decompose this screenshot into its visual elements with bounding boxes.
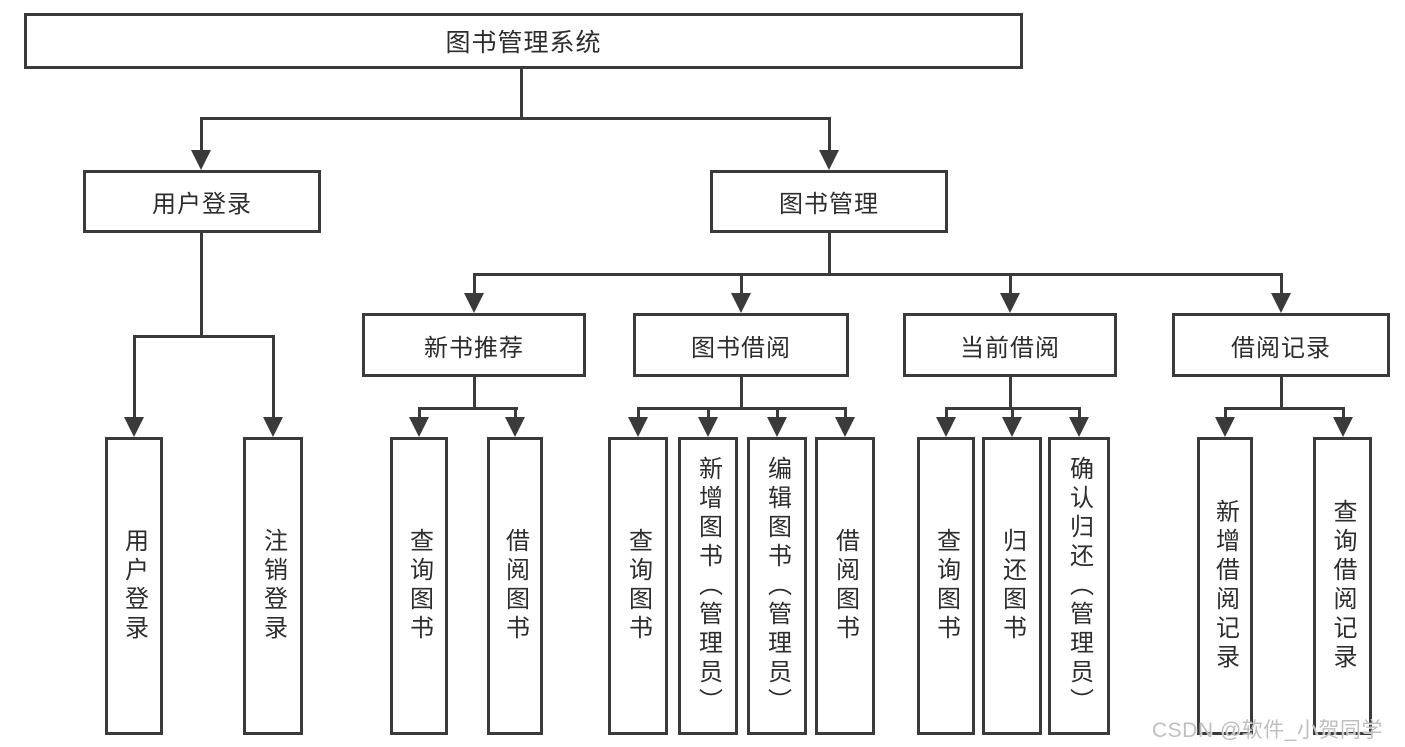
connector-line bbox=[1224, 407, 1345, 410]
arrow-down-icon bbox=[698, 417, 718, 437]
connector-line bbox=[707, 407, 710, 421]
arrow-down-icon bbox=[936, 417, 956, 437]
leaf-borrow-books-recommend: 借阅图书 bbox=[487, 437, 543, 735]
connector-line bbox=[1009, 273, 1012, 297]
leaf-logout: 注销登录 bbox=[243, 437, 303, 735]
connector-line bbox=[828, 233, 831, 276]
leaf-query-borrow-record: 查询借阅记录 bbox=[1313, 437, 1372, 735]
arrow-down-icon bbox=[1069, 417, 1089, 437]
connector-line bbox=[844, 407, 847, 421]
node-borrowing-records: 借阅记录 bbox=[1172, 313, 1390, 377]
connector-line bbox=[133, 335, 136, 421]
connector-line bbox=[1280, 377, 1283, 410]
leaf-add-book-admin: 新增图书（管理员） bbox=[678, 437, 738, 735]
connector-line bbox=[418, 407, 421, 421]
connector-line bbox=[828, 117, 831, 153]
leaf-borrow-books-borrowing: 借阅图书 bbox=[815, 437, 875, 735]
connector-line bbox=[1078, 407, 1081, 421]
connector-line bbox=[945, 407, 948, 421]
connector-line bbox=[1009, 377, 1012, 410]
connector-line bbox=[200, 117, 831, 120]
connector-line bbox=[200, 117, 203, 153]
connector-line bbox=[1280, 273, 1283, 297]
connector-line bbox=[740, 273, 743, 297]
connector-line bbox=[473, 273, 1283, 276]
node-current-borrowing: 当前借阅 bbox=[903, 313, 1117, 377]
connector-line bbox=[514, 407, 517, 421]
arrow-down-icon bbox=[767, 417, 787, 437]
connector-line bbox=[637, 407, 640, 421]
arrow-down-icon bbox=[835, 417, 855, 437]
connector-line bbox=[272, 335, 275, 421]
arrow-down-icon bbox=[1333, 417, 1353, 437]
arrow-down-icon bbox=[263, 417, 283, 437]
connector-line bbox=[473, 273, 476, 297]
node-new-book-recommendation: 新书推荐 bbox=[362, 313, 586, 377]
node-user-login: 用户登录 bbox=[83, 170, 321, 233]
arrow-down-icon bbox=[1002, 417, 1022, 437]
arrow-down-icon bbox=[124, 417, 144, 437]
arrow-down-icon bbox=[464, 293, 484, 313]
connector-line bbox=[1011, 407, 1014, 421]
connector-line bbox=[637, 407, 847, 410]
leaf-edit-book-admin: 编辑图书（管理员） bbox=[747, 437, 807, 735]
connector-line bbox=[133, 335, 275, 338]
leaf-add-borrow-record: 新增借阅记录 bbox=[1197, 437, 1253, 735]
leaf-query-books-current: 查询图书 bbox=[917, 437, 975, 735]
leaf-user-login: 用户登录 bbox=[105, 437, 163, 735]
leaf-query-books-borrowing: 查询图书 bbox=[608, 437, 668, 735]
leaf-query-books-recommend: 查询图书 bbox=[390, 437, 448, 735]
arrow-down-icon bbox=[1215, 417, 1235, 437]
connector-line bbox=[776, 407, 779, 421]
connector-line bbox=[200, 233, 203, 338]
arrow-down-icon bbox=[1000, 293, 1020, 313]
arrow-down-icon bbox=[191, 150, 211, 170]
node-book-management: 图书管理 bbox=[710, 170, 948, 233]
leaf-confirm-return-admin: 确认归还（管理员） bbox=[1048, 437, 1110, 735]
arrow-down-icon bbox=[409, 417, 429, 437]
arrow-down-icon bbox=[628, 417, 648, 437]
connector-line bbox=[520, 69, 523, 119]
connector-line bbox=[473, 377, 476, 410]
arrow-down-icon bbox=[819, 150, 839, 170]
csdn-watermark: CSDN @软件_小贺同学 bbox=[1152, 719, 1383, 742]
connector-line bbox=[1342, 407, 1345, 421]
connector-line bbox=[740, 377, 743, 410]
arrow-down-icon bbox=[731, 293, 751, 313]
arrow-down-icon bbox=[1271, 293, 1291, 313]
leaf-return-book: 归还图书 bbox=[982, 437, 1042, 735]
connector-line bbox=[1224, 407, 1227, 421]
node-book-borrowing: 图书借阅 bbox=[633, 313, 849, 377]
arrow-down-icon bbox=[505, 417, 525, 437]
connector-line bbox=[418, 407, 518, 410]
root-node-library-system: 图书管理系统 bbox=[24, 13, 1023, 69]
